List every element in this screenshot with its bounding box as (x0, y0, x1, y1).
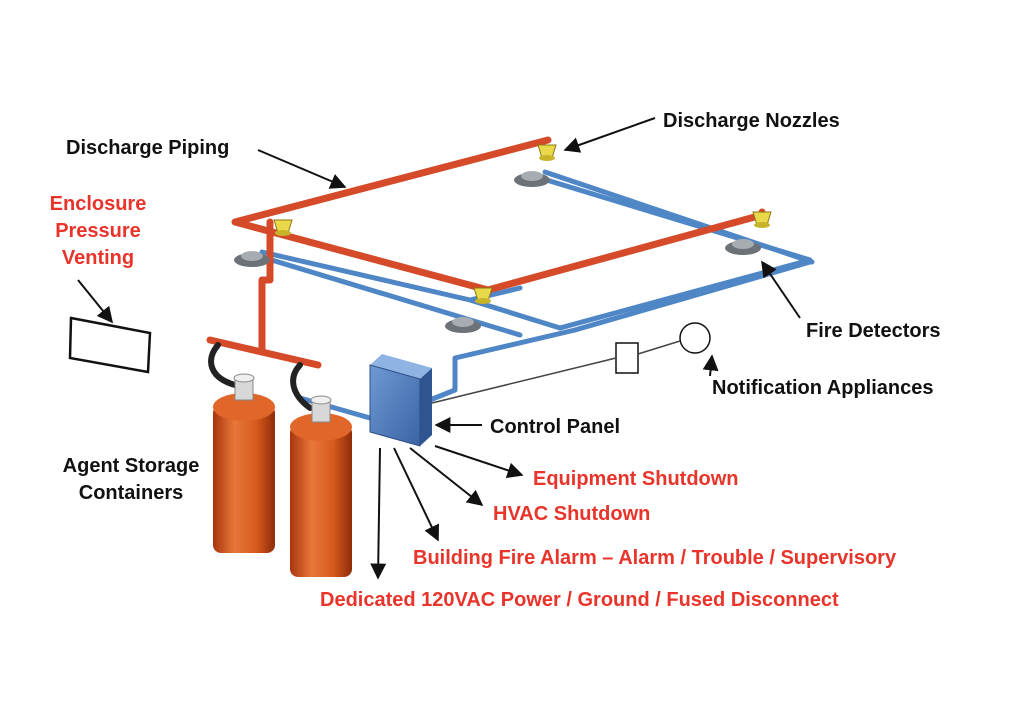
discharge-nozzle (752, 211, 772, 228)
label-discharge-piping: Discharge Piping (66, 137, 229, 159)
callout-arrows (77, 117, 801, 580)
fire-detector (234, 251, 270, 267)
label-control-panel: Control Panel (490, 416, 620, 438)
label-enclosure-pressure-venting-line1: Enclosure (50, 193, 147, 215)
flex-hoses (208, 342, 313, 411)
label-notification-appliances: Notification Appliances (712, 377, 934, 399)
agent-container (290, 395, 352, 577)
discharge-piping (206, 136, 766, 369)
discharge-nozzle (273, 219, 293, 236)
label-building-fire-alarm: Building Fire Alarm – Alarm / Trouble / … (413, 547, 897, 569)
label-equipment-shutdown: Equipment Shutdown (533, 468, 739, 490)
label-fire-detectors: Fire Detectors (806, 320, 941, 342)
discharge-nozzle (537, 144, 557, 161)
label-enclosure-pressure-venting-line2: Pressure (55, 220, 141, 242)
label-enclosure-pressure-venting-line3: Venting (62, 247, 134, 269)
control-panel (369, 354, 432, 447)
notification-horn (679, 322, 711, 354)
agent-container (213, 373, 275, 553)
pressure-vent-panel (68, 316, 152, 374)
fire-detector (445, 317, 481, 333)
label-agent-storage-line2: Containers (79, 482, 183, 504)
notification-circuit (431, 357, 617, 404)
label-dedicated-power: Dedicated 120VAC Power / Ground / Fused … (320, 589, 839, 611)
label-discharge-nozzles: Discharge Nozzles (663, 110, 840, 132)
label-agent-storage-line1: Agent Storage (63, 455, 200, 477)
discharge-nozzle (473, 287, 493, 304)
fire-detector (725, 239, 761, 255)
notification-circuit-link (637, 340, 681, 355)
label-hvac-shutdown: HVAC Shutdown (493, 503, 650, 525)
notification-strobe (615, 342, 639, 374)
fire-detector (514, 171, 550, 187)
